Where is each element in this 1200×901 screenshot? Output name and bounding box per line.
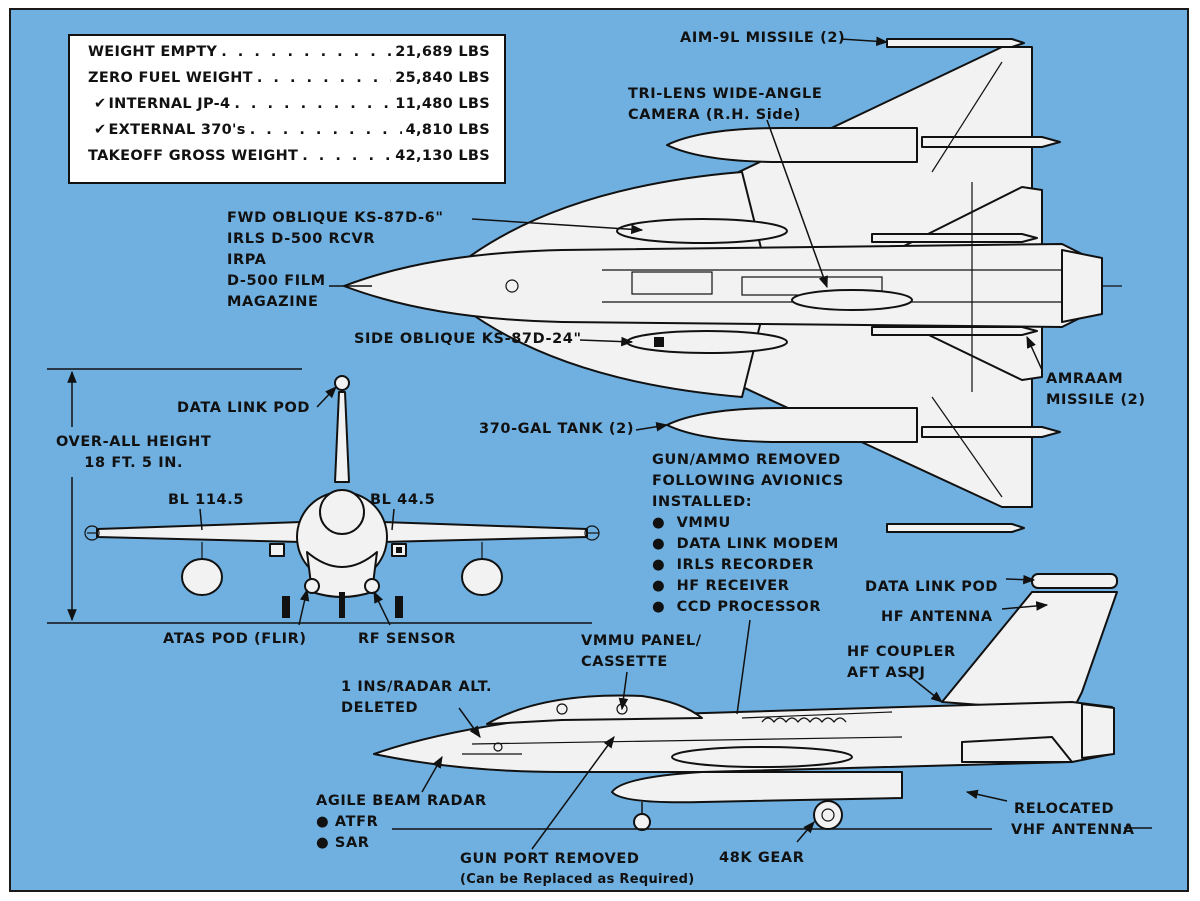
weight-label: INTERNAL JP-4 <box>108 96 231 112</box>
top-tank-upper <box>666 127 918 163</box>
list-item: ● DATA LINK MODEM <box>652 536 839 552</box>
weight-table: WEIGHT EMPTY . . . . . . . . . . . . . .… <box>68 34 506 184</box>
aircraft-drawings: .ac { fill: #f2f2f2; stroke: #111; strok… <box>47 36 1152 850</box>
label-hf-antenna: HF ANTENNA <box>881 609 993 625</box>
label-data-link-pod-front: DATA LINK POD <box>177 400 311 416</box>
label-ins-radar-alt: 1 INS/RADAR ALT. DELETED <box>341 679 493 716</box>
label-amraam-missile: AMRAAM MISSILE (2) <box>1046 371 1146 408</box>
leader-lines <box>199 36 1049 850</box>
aim9l-upper <box>886 38 1025 48</box>
weight-row: ✔EXTERNAL 370's . . . . . . . . . . . . … <box>94 122 490 138</box>
top-view-fuselage <box>343 243 1083 328</box>
side-tank <box>611 771 903 804</box>
label-370gal-tank: 370-GAL TANK (2) <box>479 421 635 437</box>
front-tank-right <box>461 558 503 596</box>
weight-value: 4,810 LBS <box>405 122 490 138</box>
label-vmmu-panel: VMMU PANEL/ CASSETTE <box>581 633 702 670</box>
label-agile-beam-radar: AGILE BEAM RADAR ● ATFR ● SAR <box>316 791 487 854</box>
height-dimension <box>47 368 592 624</box>
label-fwd-oblique: FWD OBLIQUE KS-87D-6" IRLS D-500 RCVR IR… <box>227 210 444 310</box>
avionics-list: ● VMMU ● DATA LINK MODEM ● IRLS RECORDER… <box>652 513 839 618</box>
label-48k-gear: 48K GEAR <box>719 850 805 866</box>
aim9l-lower <box>886 523 1025 533</box>
weight-row: TAKEOFF GROSS WEIGHT . . . . . . . . . .… <box>88 148 490 164</box>
label-atas-pod: ATAS POD (FLIR) <box>163 631 307 647</box>
weight-row: ✔INTERNAL JP-4 . . . . . . . . . . . . .… <box>94 96 490 112</box>
weight-row: ZERO FUEL WEIGHT . . . . . . . . . . . .… <box>88 70 490 86</box>
weight-value: 25,840 LBS <box>395 70 490 86</box>
diagram-panel: .ac { fill: #f2f2f2; stroke: #111; strok… <box>9 8 1189 892</box>
checkmark-icon: ✔ <box>94 122 107 138</box>
list-item: ● HF RECEIVER <box>652 578 790 594</box>
label-side-oblique: SIDE OBLIQUE KS-87D-24" <box>354 331 582 347</box>
top-view-aircraft <box>343 38 1122 533</box>
label-rf-sensor: RF SENSOR <box>358 631 456 647</box>
list-item: ● VMMU <box>652 515 731 531</box>
label-data-link-pod-side: DATA LINK POD <box>865 579 999 595</box>
top-tank-lower <box>666 407 918 443</box>
weight-label: EXTERNAL 370's <box>108 122 246 138</box>
list-item: ● IRLS RECORDER <box>652 557 814 573</box>
weight-value: 21,689 LBS <box>395 44 490 60</box>
weight-value: 11,480 LBS <box>395 96 490 112</box>
label-bl-44-5: BL 44.5 <box>370 492 436 508</box>
label-gun-port-removed: GUN PORT REMOVED (Can be Replaced as Req… <box>460 851 695 887</box>
weight-value: 42,130 LBS <box>395 148 490 164</box>
list-item: ● CCD PROCESSOR <box>652 599 822 615</box>
list-item: ● ATFR <box>316 814 379 830</box>
label-gun-ammo-removed: GUN/AMMO REMOVED FOLLOWING AVIONICS INST… <box>652 452 844 510</box>
side-main-gear <box>813 800 843 830</box>
weight-label: ZERO FUEL WEIGHT <box>88 70 253 86</box>
weight-row: WEIGHT EMPTY . . . . . . . . . . . . . .… <box>88 44 490 60</box>
label-overall-height: OVER-ALL HEIGHT 18 FT. 5 IN. <box>56 434 212 471</box>
list-item: ● SAR <box>316 835 370 851</box>
label-relocated-vhf: RELOCATED VHF ANTENNA <box>1011 801 1135 838</box>
label-trilens-camera: TRI-LENS WIDE-ANGLE CAMERA (R.H. Side) <box>628 86 823 123</box>
front-view-aircraft <box>84 375 600 618</box>
front-tank-left <box>181 558 223 596</box>
weight-label: TAKEOFF GROSS WEIGHT <box>88 148 299 164</box>
front-data-link-pod <box>334 375 350 391</box>
checkmark-icon: ✔ <box>94 96 107 112</box>
side-data-link-pod <box>1031 573 1118 589</box>
label-hf-coupler: HF COUPLER AFT ASPJ <box>847 644 956 681</box>
label-aim9l-missile: AIM-9L MISSILE (2) <box>680 30 846 46</box>
side-view-aircraft <box>373 573 1118 831</box>
weight-label: WEIGHT EMPTY <box>88 44 218 60</box>
label-bl-114-5: BL 114.5 <box>168 492 245 508</box>
